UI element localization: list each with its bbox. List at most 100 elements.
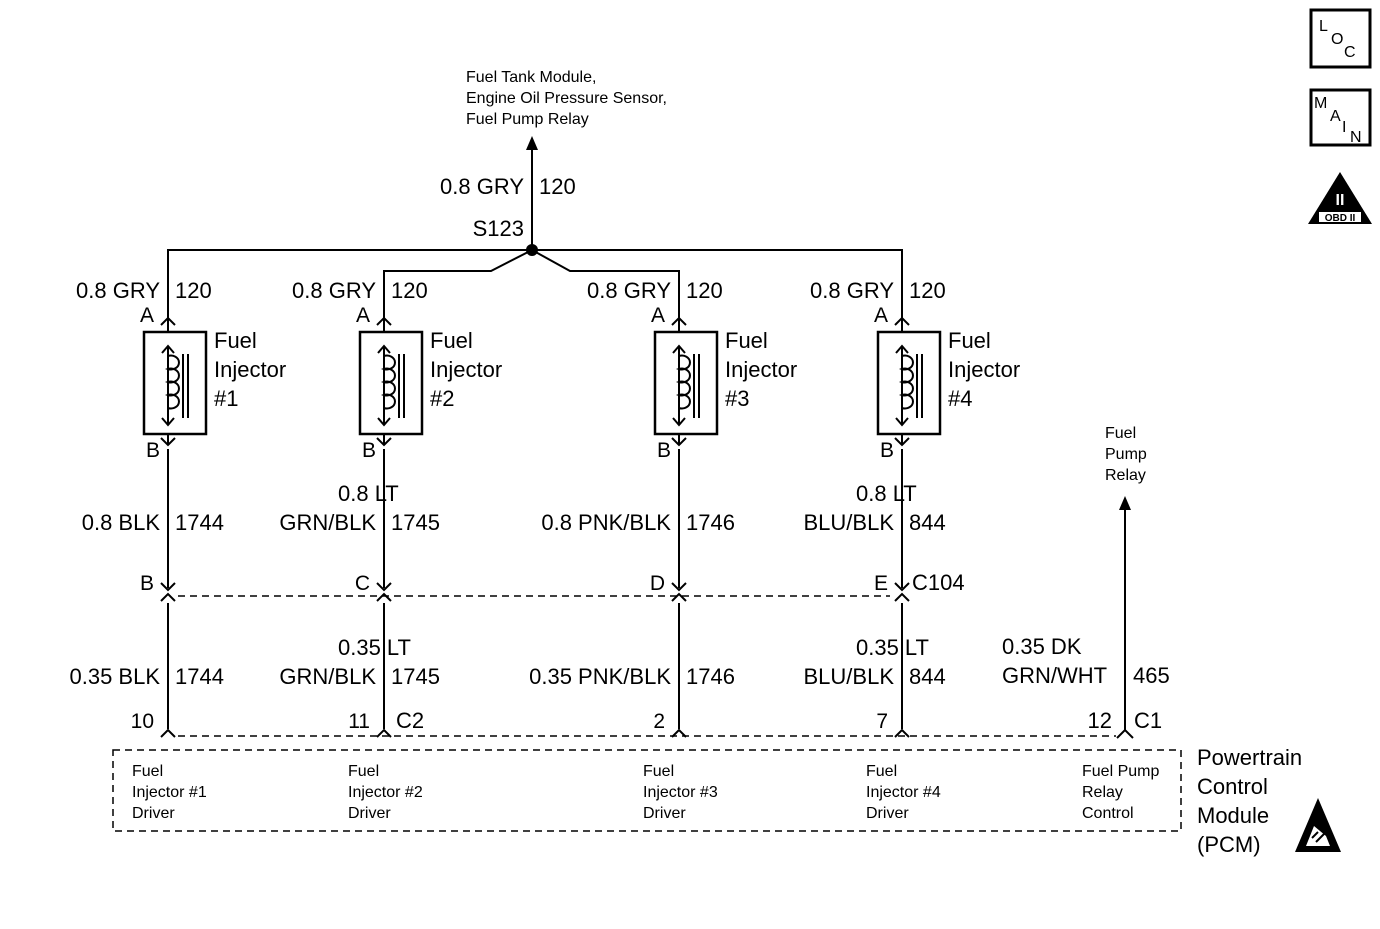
pcm-pin-label: 10 [131, 710, 154, 733]
pin-b-label: B [146, 439, 160, 462]
pcm-driver-label: Driver [643, 805, 686, 822]
pcm-box [112, 749, 1182, 832]
pcm-pin-label: 7 [876, 710, 888, 733]
pcm-pin-label: 11 [348, 710, 370, 733]
bus-wire [167, 249, 903, 319]
obd-ii-icon[interactable]: OBD II II [1308, 172, 1372, 224]
top-wire-circuit: 120 [686, 278, 723, 303]
injector-column-2 [358, 316, 424, 738]
injector-name: Fuel [214, 328, 257, 353]
pin-b-label: B [362, 439, 376, 462]
arrow-up-icon [1119, 496, 1131, 510]
svg-text:I: I [1342, 119, 1346, 136]
c104-pin-label: C [355, 572, 370, 595]
feed-wire-size: 0.8 GRY [440, 174, 524, 199]
svg-text:M: M [1314, 95, 1327, 112]
pcm-driver-label: Injector #3 [643, 784, 718, 801]
low-wire-circuit: 844 [909, 664, 946, 689]
splice-dot [526, 244, 538, 256]
low-wire-circuit: 1744 [175, 664, 224, 689]
pin-a-label: A [651, 304, 665, 327]
low-wire-color: BLU/BLK [804, 664, 895, 689]
pin-b-label: B [880, 439, 894, 462]
esd-warning-icon [1295, 798, 1341, 852]
pcm-relay-label: Fuel Pump Relay Control [1082, 763, 1159, 822]
mid-wire-size: 0.8 LT [856, 481, 917, 506]
pcm-driver-label: Fuel [866, 763, 897, 780]
pin-terminal-icon [671, 316, 687, 738]
svg-text:Pump: Pump [1105, 446, 1147, 463]
pcm-driver-label: Driver [866, 805, 909, 822]
fuel-injector-coil-icon[interactable] [876, 330, 942, 436]
top-wire-circuit: 120 [391, 278, 428, 303]
svg-text:O: O [1331, 31, 1343, 48]
splice-label: S123 [473, 216, 524, 241]
svg-text:C: C [1344, 44, 1356, 61]
mid-wire-circuit: 1745 [391, 510, 440, 535]
svg-text:Engine Oil Pressure Sensor,: Engine Oil Pressure Sensor, [466, 90, 667, 107]
svg-text:II: II [1336, 192, 1345, 209]
injector-name: Injector [725, 357, 797, 382]
pcm-pin-label: 2 [653, 710, 665, 733]
low-wire-size: 0.35 PNK/BLK [529, 664, 671, 689]
top-wire-size: 0.8 GRY [292, 278, 376, 303]
mid-wire-circuit: 844 [909, 510, 946, 535]
svg-text:(PCM): (PCM) [1197, 832, 1261, 857]
pin-terminal-icon [1116, 728, 1134, 739]
mid-wire-color: BLU/BLK [804, 510, 895, 535]
top-destination-label: Fuel Tank Module, Engine Oil Pressure Se… [466, 69, 667, 128]
pin-terminal-icon [160, 316, 176, 738]
pin-a-label: A [874, 304, 888, 327]
top-wire-size: 0.8 GRY [810, 278, 894, 303]
injector-column-4 [876, 316, 942, 738]
svg-text:Relay: Relay [1082, 784, 1123, 801]
svg-text:Module: Module [1197, 803, 1269, 828]
mid-wire-size: 0.8 LT [338, 481, 399, 506]
injector-number: #4 [948, 386, 972, 411]
svg-text:Fuel Pump: Fuel Pump [1082, 763, 1159, 780]
pcm-driver-label: Fuel [643, 763, 674, 780]
low-wire-circuit: 1746 [686, 664, 735, 689]
mid-wire-size: 0.8 BLK [82, 510, 161, 535]
c2-label: C2 [396, 708, 424, 733]
c104-pin-label: D [650, 572, 665, 595]
low-wire-size: 0.35 LT [856, 635, 929, 660]
pcm-driver-label: Fuel [132, 763, 163, 780]
pcm-driver-label: Injector #1 [132, 784, 207, 801]
injector-name: Fuel [948, 328, 991, 353]
svg-text:Fuel: Fuel [1105, 425, 1136, 442]
injector-name: Fuel [725, 328, 768, 353]
pcm-driver-label: Driver [132, 805, 175, 822]
fuel-injector-coil-icon[interactable] [358, 330, 424, 436]
pin-terminal-icon [376, 316, 392, 738]
relay-wire-color: GRN/WHT [1002, 663, 1107, 688]
injector-name: Injector [214, 357, 286, 382]
feed-wire-circuit: 120 [539, 174, 576, 199]
fuel-injector-coil-icon[interactable] [142, 330, 208, 436]
injector-name: Fuel [430, 328, 473, 353]
low-wire-size: 0.35 BLK [69, 664, 160, 689]
top-wire-size: 0.8 GRY [76, 278, 160, 303]
svg-text:Control: Control [1197, 774, 1268, 799]
mid-wire-color: GRN/BLK [279, 510, 376, 535]
pcm-name: Powertrain Control Module (PCM) [1197, 745, 1302, 857]
low-wire-color: GRN/BLK [279, 664, 376, 689]
pcm-driver-label: Driver [348, 805, 391, 822]
mid-wire-circuit: 1744 [175, 510, 224, 535]
injector-number: #1 [214, 386, 238, 411]
relay-wire-size: 0.35 DK [1002, 634, 1082, 659]
svg-text:Relay: Relay [1105, 467, 1146, 484]
svg-text:N: N [1350, 129, 1362, 146]
injector-name: Injector [430, 357, 502, 382]
svg-text:L: L [1319, 18, 1328, 35]
injector-number: #3 [725, 386, 749, 411]
fuel-injector-coil-icon[interactable] [653, 330, 719, 436]
svg-text:Control: Control [1082, 805, 1134, 822]
pin-b-label: B [657, 439, 671, 462]
relay-wire-circuit: 465 [1133, 663, 1170, 688]
loc-icon[interactable]: L O C [1309, 8, 1372, 69]
c1-label: C1 [1134, 708, 1162, 733]
main-icon[interactable]: M A I N [1309, 88, 1372, 147]
top-wire-size: 0.8 GRY [587, 278, 671, 303]
